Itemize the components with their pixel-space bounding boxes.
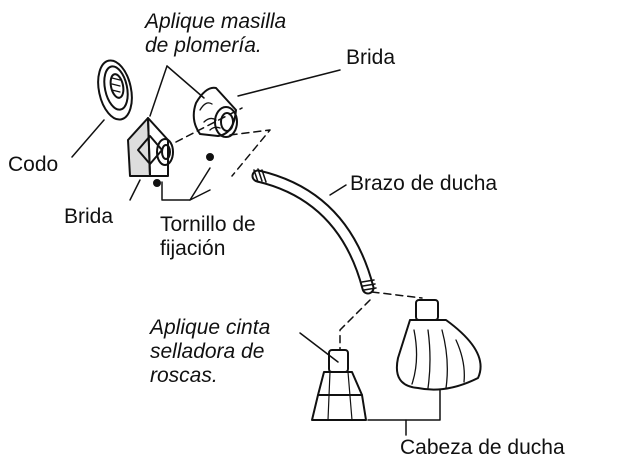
elbow-label: Codo	[8, 153, 59, 176]
flange-label-bottom: Brida	[64, 205, 114, 228]
square-showerhead-part	[311, 349, 367, 421]
elbow-part	[97, 59, 133, 121]
round-showerhead-part	[396, 299, 482, 391]
flange-label-top: Brida	[346, 46, 396, 69]
shower-arm-label: Brazo de ducha	[350, 172, 498, 195]
round-flange-part	[192, 86, 238, 161]
square-flange-part	[127, 117, 174, 187]
alignment-lines	[175, 107, 423, 351]
plumbers-putty-label: Aplique masilla de plomería.	[145, 10, 287, 57]
shower-arm-part	[251, 168, 377, 295]
thread-tape-label: Aplique cinta selladora de roscas.	[150, 316, 271, 387]
leader-lines	[71, 65, 441, 436]
showerhead-label: Cabeza de ducha	[400, 436, 565, 459]
set-screw-label: Tornillo de fijación	[160, 213, 256, 260]
